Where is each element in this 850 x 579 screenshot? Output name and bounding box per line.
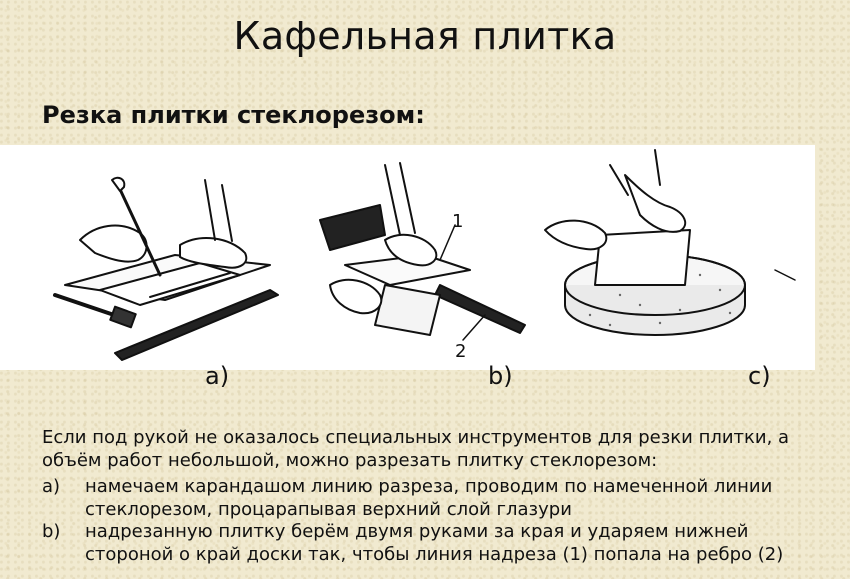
- intro-paragraph: Если под рукой не оказалось специальных …: [42, 427, 790, 471]
- list-item-marker: b): [42, 521, 61, 542]
- figure-label-b: b): [488, 362, 513, 390]
- list-item-text: надрезанную плитку берём двумя руками за…: [85, 521, 784, 565]
- list-item: b) надрезанную плитку берём двумя руками…: [42, 521, 832, 566]
- figure-label-c: c): [748, 362, 771, 390]
- tile-cutting-illustration: 1 2: [0, 145, 815, 370]
- slide-title: Кафельная плитка: [233, 14, 617, 58]
- slide-subtitle: Резка плитки стеклорезом:: [42, 101, 425, 129]
- panel-a-drawing: [53, 176, 279, 361]
- list-item: a) намечаем карандашом линию разреза, пр…: [42, 476, 832, 521]
- panel-b-drawing: [319, 162, 526, 341]
- list-item-text: намечаем карандашом линию разреза, прово…: [85, 476, 773, 520]
- panel-c-drawing: [544, 149, 796, 336]
- callout-number-2: 2: [455, 341, 467, 362]
- list-item-marker: a): [42, 476, 61, 497]
- steps-list: a) намечаем карандашом линию разреза, пр…: [42, 476, 832, 566]
- illustration-drawing: [53, 149, 796, 361]
- callout-number-1: 1: [452, 211, 464, 232]
- figure-label-a: a): [205, 362, 230, 390]
